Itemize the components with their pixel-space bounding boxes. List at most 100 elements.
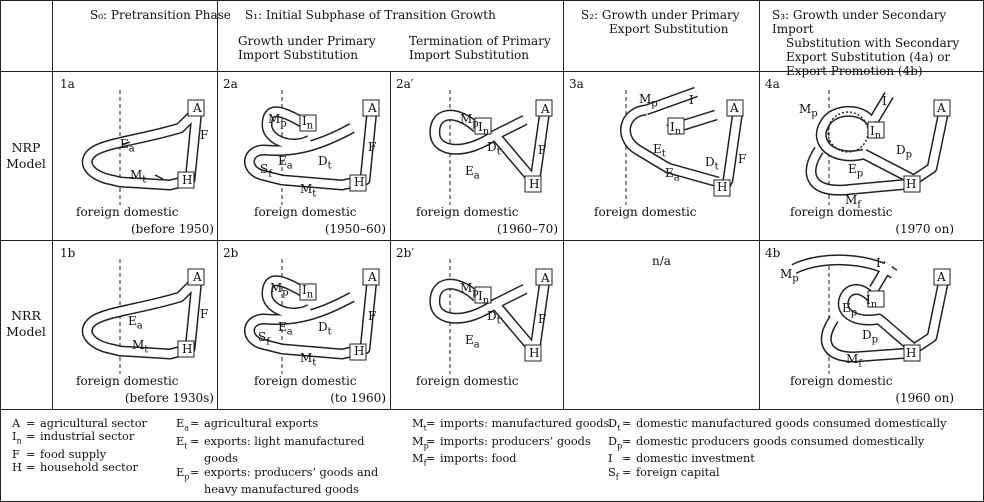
foreign-domestic-2b-prime: foreign domestic [416, 374, 519, 388]
legend-key: Mf [412, 452, 427, 468]
node-a-box [933, 268, 951, 286]
node-f-1b: F [200, 307, 209, 321]
flow-mf-4a: Mf [845, 193, 861, 211]
node-h-1a: H [182, 173, 193, 187]
diagram-1a [81, 90, 205, 205]
legend-value: domestic investment [636, 452, 755, 466]
node-h-box [349, 174, 367, 192]
foreign-domestic-2a-prime: foreign domestic [416, 205, 519, 219]
legend-key: Ea [176, 417, 190, 433]
header-s1: S₁: Initial Subphase of Transition Growt… [245, 8, 496, 22]
legend-equals: = [622, 417, 632, 430]
node-f-1a: F [200, 128, 209, 142]
legend-row: Et=exports: light manufactured [176, 435, 378, 453]
node-in-box [867, 121, 885, 139]
legend-row: Dt=domestic manufactured goods consumed … [608, 417, 946, 435]
flow-mp-2a: Mp [268, 112, 287, 130]
legend-key: F [12, 448, 20, 462]
legend-value: domestic manufactured goods consumed dom… [636, 417, 947, 430]
node-f-2a-prime: F [538, 143, 547, 157]
node-h-box [177, 340, 195, 358]
node-f-2a: F [368, 140, 377, 154]
legend-equals: = [190, 434, 200, 448]
legend-key: Sf [608, 465, 619, 481]
flow-dt-2a: Dt [318, 154, 332, 172]
flow-mt-2a: Mt [300, 182, 317, 200]
node-h-4a: H [906, 177, 917, 191]
node-in-4a: In [870, 124, 882, 142]
diagram-2b [244, 259, 380, 374]
node-i-3a: I [689, 93, 694, 107]
header-s3: S₃: Growth under Secondary Import Substi… [772, 8, 960, 78]
diagram-3a [620, 86, 744, 205]
grid-line-col4 [759, 0, 760, 409]
node-h-2a: H [354, 175, 365, 189]
node-in-box [299, 114, 317, 132]
foreign-domestic-2a: foreign domestic [254, 205, 357, 219]
legend-equals: = [622, 452, 632, 466]
node-h-2a-prime: H [529, 177, 540, 191]
diagram-4b [791, 254, 951, 374]
legend-key: Dp [608, 434, 623, 450]
period-1a: (before 1950) [130, 222, 214, 236]
node-a-2b: A [368, 270, 377, 284]
node-a-3a: A [730, 101, 739, 115]
flow-ea-2b-prime: Ea [465, 333, 480, 351]
flow-mp-2a-prime: Mp [460, 112, 479, 130]
node-h-box [903, 175, 921, 193]
node-a-4a: A [937, 101, 946, 115]
flow-ea-2a-prime: Ea [465, 164, 480, 182]
grid-line-row [0, 240, 984, 241]
legend-equals: = [426, 417, 436, 430]
node-in-2a-prime: In [478, 120, 490, 138]
node-h-2b-prime: H [529, 346, 540, 360]
legend-row: Mp= imports: producers’ goods [412, 435, 609, 453]
diagram-1b [81, 259, 205, 374]
flow-ea-2b: Ea [278, 320, 293, 338]
legend-key: Mt [412, 417, 427, 433]
legend-value: agricultural sector [40, 417, 147, 430]
flow-sf-2b: Sf [258, 330, 270, 348]
legend-key: Mp [412, 434, 429, 450]
legend-row: Ep=exports: producers’ goods and [176, 466, 378, 484]
legend-row: A=agricultural sector [12, 417, 147, 430]
legend-value: imports: producers’ goods [440, 434, 591, 448]
node-f-2b: F [368, 309, 377, 323]
legend-equals: = [426, 434, 436, 448]
legend-key: Ep [176, 465, 190, 481]
legend-value: goods [204, 452, 238, 466]
legend-equals: = [26, 417, 36, 430]
legend-equals: = [622, 465, 632, 479]
legend-value: industrial sector [40, 430, 135, 444]
node-a-box [535, 268, 553, 286]
node-in-4b: In [866, 293, 878, 311]
node-a-1a: A [193, 101, 202, 115]
period-3a: (1960–70) [496, 222, 558, 236]
node-a-box [933, 99, 951, 117]
flow-dp-4b: Dp [862, 328, 879, 346]
panel-label-2a: 2a [223, 77, 238, 91]
diagram-4a [805, 90, 951, 205]
panel-label-4a: 4a [765, 77, 780, 91]
node-a-box [187, 99, 205, 117]
legend-row: goods [176, 452, 378, 465]
node-in-2a: In [302, 114, 314, 132]
node-a-box [726, 99, 744, 117]
node-h-3a: H [717, 180, 728, 194]
panel-label-4b: 4b [765, 246, 781, 260]
flow-mp-4a: Mp [799, 102, 818, 120]
grid-line-header [0, 71, 984, 72]
legend-row: I=domestic investment [608, 452, 946, 465]
node-h-box [177, 171, 195, 189]
legend-col-4: Dt=domestic manufactured goods consumed … [608, 417, 946, 483]
legend-row: Ea=agricultural exports [176, 417, 378, 435]
legend-value: exports: light manufactured [204, 434, 365, 448]
legend-value: imports: manufactured goods [440, 417, 610, 430]
panel-label-1a: 1a [60, 77, 75, 91]
foreign-domestic-4a: foreign domestic [790, 205, 893, 219]
period-4a: (1970 on) [895, 222, 954, 236]
